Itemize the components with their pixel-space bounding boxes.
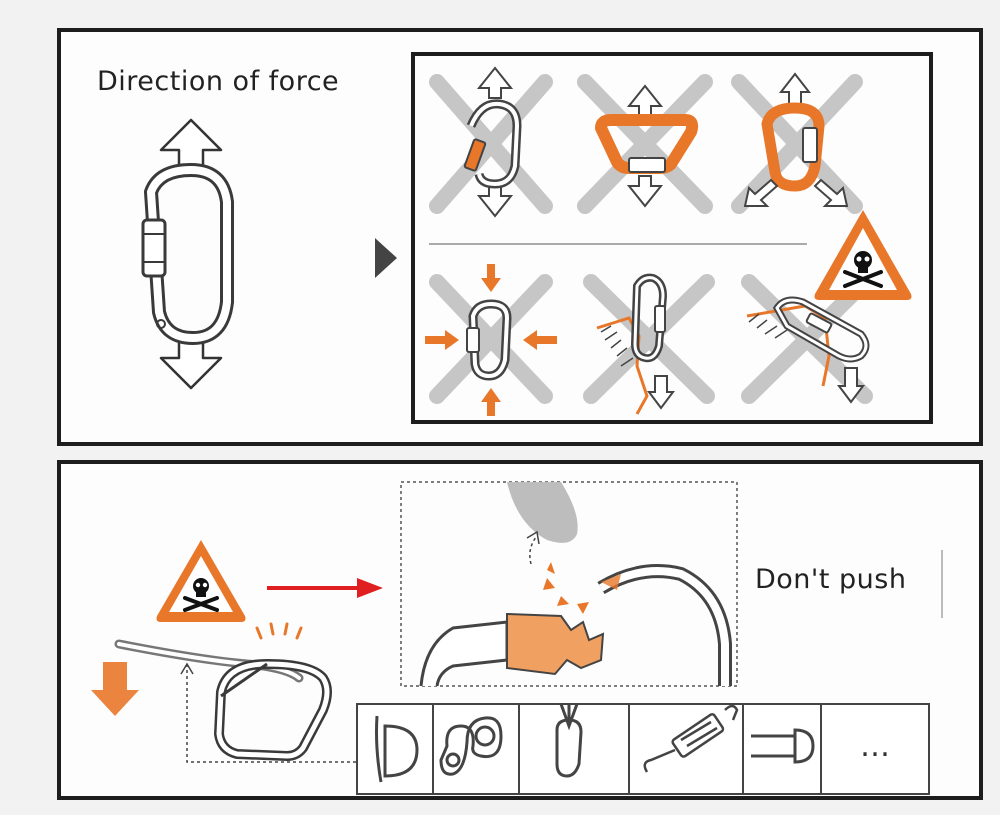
hanging-carabiner-icon [555, 703, 583, 778]
gate-loaded-carabiner-icon [214, 622, 332, 761]
orange-down-arrow-icon [91, 662, 139, 716]
incorrect-use-figures [415, 56, 929, 420]
skull-crossbones-warning-icon [814, 210, 912, 300]
incorrect-use-panel [411, 52, 933, 424]
triaxial-loading-carabiner-icon [743, 72, 849, 207]
cross-mark-icon [577, 74, 713, 214]
cross-mark-icon [583, 274, 715, 404]
dont-push-caption: Don't push [755, 564, 907, 595]
zoom-detail-box [400, 481, 738, 687]
top-panel: Direction of force [57, 28, 983, 446]
bottom-figures: … [61, 464, 979, 796]
broken-gate-detail-icon [419, 482, 732, 687]
sideways-carabiner-icon [595, 84, 699, 208]
ledge-loaded-carabiner-icon [746, 296, 870, 404]
cross-mark-icon [429, 74, 553, 214]
quickdraw-icon [643, 704, 739, 773]
red-arrow-icon [267, 578, 383, 598]
figure-eight-descender-icon [439, 716, 503, 776]
pointer-triangle-icon [375, 238, 397, 278]
d-ring-icon [375, 715, 419, 783]
carabiner-icon [141, 163, 234, 345]
cross-mark-icon [429, 274, 553, 404]
edge-loaded-carabiner-icon [596, 273, 675, 415]
direction-of-force-caption: Direction of force [97, 66, 340, 97]
bottom-panel: Don't push [57, 460, 983, 800]
correct-carabiner-figure [91, 112, 291, 392]
compressed-carabiner-icon [425, 264, 557, 416]
connector-strip [356, 703, 930, 795]
side-mark [941, 550, 943, 618]
more-items-indicator: … [860, 729, 890, 764]
open-gate-carabiner-icon [463, 66, 522, 218]
skull-crossbones-warning-icon [156, 540, 246, 622]
cross-mark-icon [731, 74, 863, 214]
d-shackle-icon [751, 728, 815, 764]
